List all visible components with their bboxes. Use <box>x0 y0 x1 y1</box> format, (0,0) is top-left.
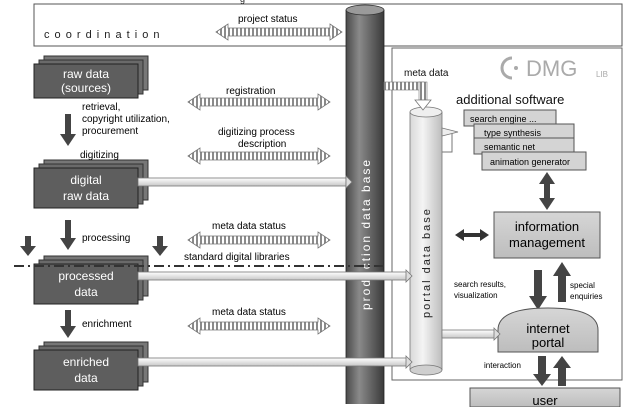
up-down-arrow-icon <box>539 172 555 210</box>
diagram-label: retrieval, <box>82 102 120 113</box>
diagram-label: processed <box>58 269 113 283</box>
diagram-label: enrichment <box>82 319 132 330</box>
stage-digital-raw-data: digital raw data <box>33 159 149 209</box>
software-cards: search engine ... type synthesis semanti… <box>463 109 587 171</box>
diagram-label: procurement <box>82 126 138 137</box>
down-arrow-icon <box>529 270 547 310</box>
software-card-animation-generator: animation generator <box>481 151 587 171</box>
portal-database-cylinder: portal data base <box>409 106 443 376</box>
up-arrow-icon <box>553 356 571 386</box>
title-fragment: g <box>240 0 245 4</box>
production-database-cylinder: production data base <box>345 4 385 404</box>
down-arrow-icon <box>60 220 76 250</box>
interaction-label: interaction <box>484 361 521 370</box>
diagram-label: semantic net <box>484 142 536 152</box>
search-results-label: search results, <box>454 280 506 289</box>
registration-label: registration <box>226 86 275 97</box>
diagram-label: animation generator <box>490 157 570 167</box>
production-database-label: production data base <box>359 158 373 310</box>
diagram-label: description <box>238 139 286 150</box>
diagram-label: information <box>515 219 579 234</box>
diagram-label: raw data <box>63 189 109 203</box>
down-arrow-icon <box>152 236 168 256</box>
diagram-label: management <box>509 235 585 250</box>
double-arrow-icon <box>187 317 331 335</box>
diagram-label: user <box>532 393 558 407</box>
diagram-label: type synthesis <box>484 128 542 138</box>
double-arrow-icon <box>187 93 331 111</box>
meta-data-connector: meta data <box>383 68 449 111</box>
diagram-label: (sources) <box>61 81 111 95</box>
diagram-label: visualization <box>454 291 498 300</box>
stage-raw-data: raw data (sources) <box>33 55 149 99</box>
pipe-portal-to-internet <box>441 327 501 341</box>
diagram-label: data <box>74 371 98 385</box>
diagram-label: enriched <box>63 355 109 369</box>
stage-processed-data: processed data <box>33 255 149 305</box>
diagram-label: digital <box>70 173 101 187</box>
additional-software-title: additional software <box>456 92 564 107</box>
diagram-label: copyright utilization, <box>82 114 170 125</box>
coordination-label: c o o r d i n a t i o n <box>44 29 161 41</box>
special-enquiries-label: special <box>570 281 595 290</box>
down-arrow-icon <box>60 310 76 338</box>
down-arrow-icon <box>60 114 76 146</box>
meta-data-status-label: meta data status <box>212 221 286 232</box>
double-arrow-icon <box>187 231 331 249</box>
pipe-enriched-data <box>137 355 413 369</box>
down-arrow-icon <box>533 356 551 386</box>
diagram-label: data <box>74 285 98 299</box>
double-arrow-icon <box>187 147 331 165</box>
double-arrow-icon <box>215 23 343 41</box>
pipe-processed-data <box>137 269 413 283</box>
internet-portal-block: internet portal <box>497 307 599 353</box>
coordination-box: g c o o r d i n a t i o n <box>33 0 623 47</box>
diagram-label: processing <box>82 233 130 244</box>
software-card-type-synthesis: type synthesis <box>473 123 575 141</box>
user-block: user <box>469 387 621 407</box>
project-status-label: project status <box>238 14 297 25</box>
dmg-logo-icon <box>500 56 513 80</box>
dmg-logo-text: DMG <box>526 56 577 81</box>
left-right-arrow-icon <box>455 229 489 241</box>
step-arrows <box>20 114 168 338</box>
diagram-label: raw data <box>63 67 109 81</box>
portal-database-label: portal data base <box>421 207 433 318</box>
standard-digital-libraries-line: standard digital libraries <box>14 252 384 267</box>
up-arrow-icon <box>553 262 571 302</box>
down-arrow-icon <box>20 236 36 256</box>
stage-enriched-data: enriched data <box>33 341 149 391</box>
standard-digital-libraries-label: standard digital libraries <box>184 252 290 263</box>
diagram-label: search engine ... <box>470 114 537 124</box>
pipe-digital-raw-data <box>137 175 353 189</box>
diagram-label: internet <box>526 321 570 336</box>
meta-data-status-label: meta data status <box>212 307 286 318</box>
diagram-label: enquiries <box>570 292 602 301</box>
stage-pipes <box>137 175 413 369</box>
information-management-block: information management <box>493 211 601 259</box>
dmg-logo: DMG LIB <box>500 56 608 81</box>
diagram-label: portal <box>532 335 565 350</box>
dmg-logo-suffix: LIB <box>596 70 608 79</box>
double-arrows <box>187 23 343 335</box>
meta-data-label: meta data <box>404 68 449 79</box>
digitizing-process-label: digitizing process <box>218 127 295 138</box>
diagram-label: digitizing <box>80 150 119 161</box>
